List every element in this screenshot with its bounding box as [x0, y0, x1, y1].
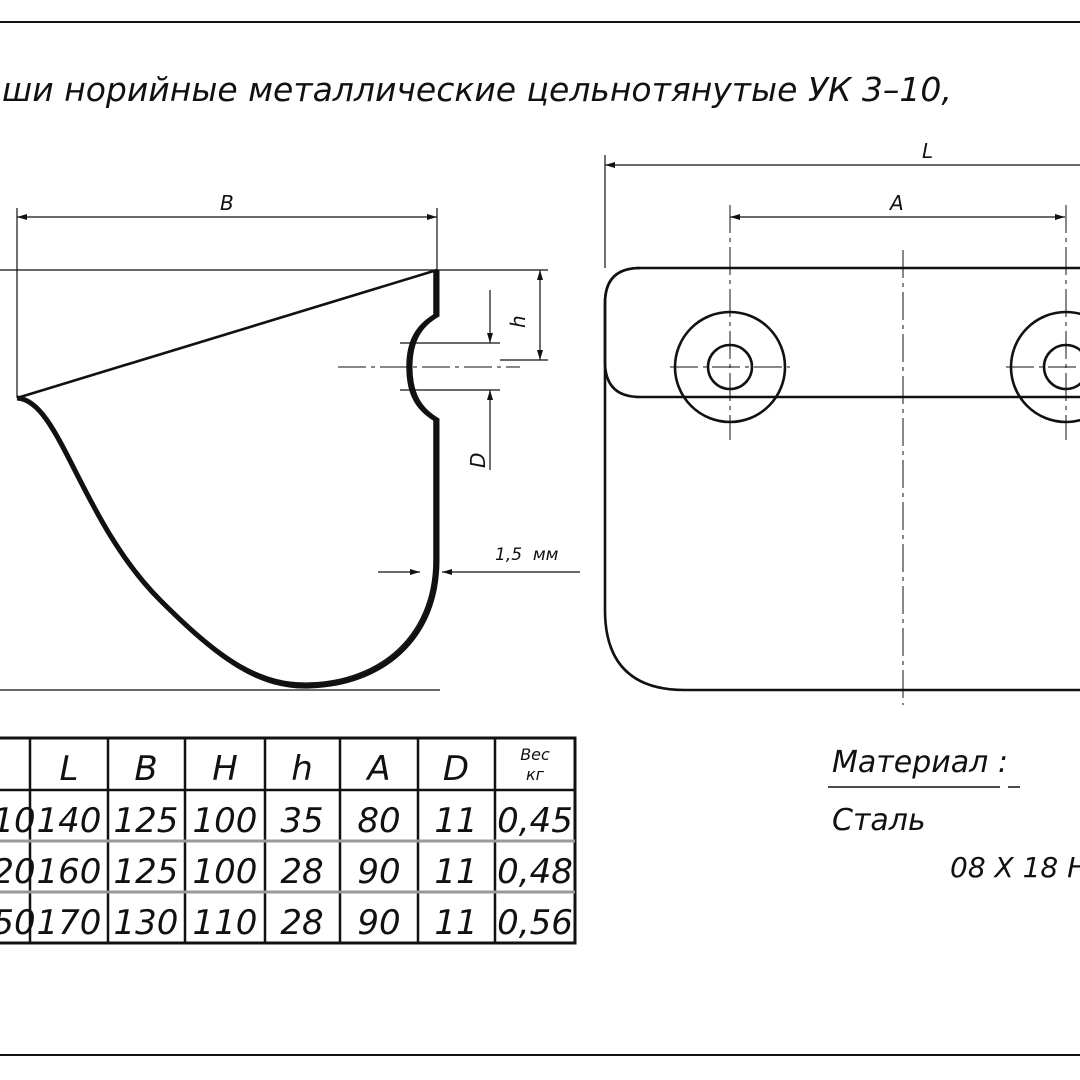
label-B: B: [220, 191, 234, 215]
label-L: L: [922, 139, 933, 163]
table-cell: 11: [434, 903, 477, 943]
table-cell: 35: [280, 801, 323, 841]
table-cell: 90: [357, 852, 400, 892]
front-view: [603, 155, 1080, 705]
table-cell: 170: [37, 903, 102, 943]
material-grade: 08 Х 18 Н: [950, 851, 1080, 884]
bucket-outline: [603, 266, 1080, 692]
table-cell: 160: [37, 852, 102, 892]
table-cell: 11: [434, 801, 477, 841]
table-body: 10140 125 100 35 80 11 0,45 20160 125 100 28 90 11 0,…: [0, 801, 573, 943]
material-label: Материал :: [832, 745, 1008, 780]
table-header-H: H: [212, 749, 238, 789]
table-cell: 140: [37, 801, 102, 841]
table-header-B: B: [134, 749, 157, 789]
table-cell: 28: [280, 852, 323, 892]
drawing-title: ши норийные металлические цельнотянутые …: [2, 70, 952, 109]
table-header-h: h: [291, 749, 313, 789]
table-cell: 80: [357, 801, 400, 841]
table-cell: 100: [193, 801, 258, 841]
side-view: [0, 208, 580, 691]
table-cell: 0,48: [497, 852, 573, 892]
table-cell: 28: [280, 903, 323, 943]
table-cell: 110: [193, 903, 258, 943]
table-cell: 0,56: [497, 903, 573, 943]
table-cell: 10: [0, 801, 36, 841]
dimensions-table: [0, 736, 577, 945]
bucket-profile: [16, 270, 440, 689]
table-header-A: A: [365, 749, 390, 789]
table-cell: 125: [114, 801, 179, 841]
table-cell: 11: [434, 852, 477, 892]
table-cell: 125: [114, 852, 179, 892]
table-cell: 90: [357, 903, 400, 943]
label-wall-thickness: 1,5 мм: [495, 545, 559, 565]
table-cell: 50: [0, 903, 36, 943]
table-cell: 0,45: [497, 801, 573, 841]
table-header-D: D: [443, 749, 469, 789]
material-name: Сталь: [832, 803, 926, 838]
table-cell: 130: [114, 903, 179, 943]
table-cell: 100: [193, 852, 258, 892]
label-h: h: [506, 315, 530, 328]
table-cell: 20: [0, 852, 36, 892]
label-D: D: [466, 453, 490, 468]
table-header-weight: Вес: [520, 745, 550, 764]
table-header-weight-unit: кг: [526, 765, 545, 784]
label-A: A: [888, 191, 904, 215]
table-header-L: L: [60, 749, 79, 789]
